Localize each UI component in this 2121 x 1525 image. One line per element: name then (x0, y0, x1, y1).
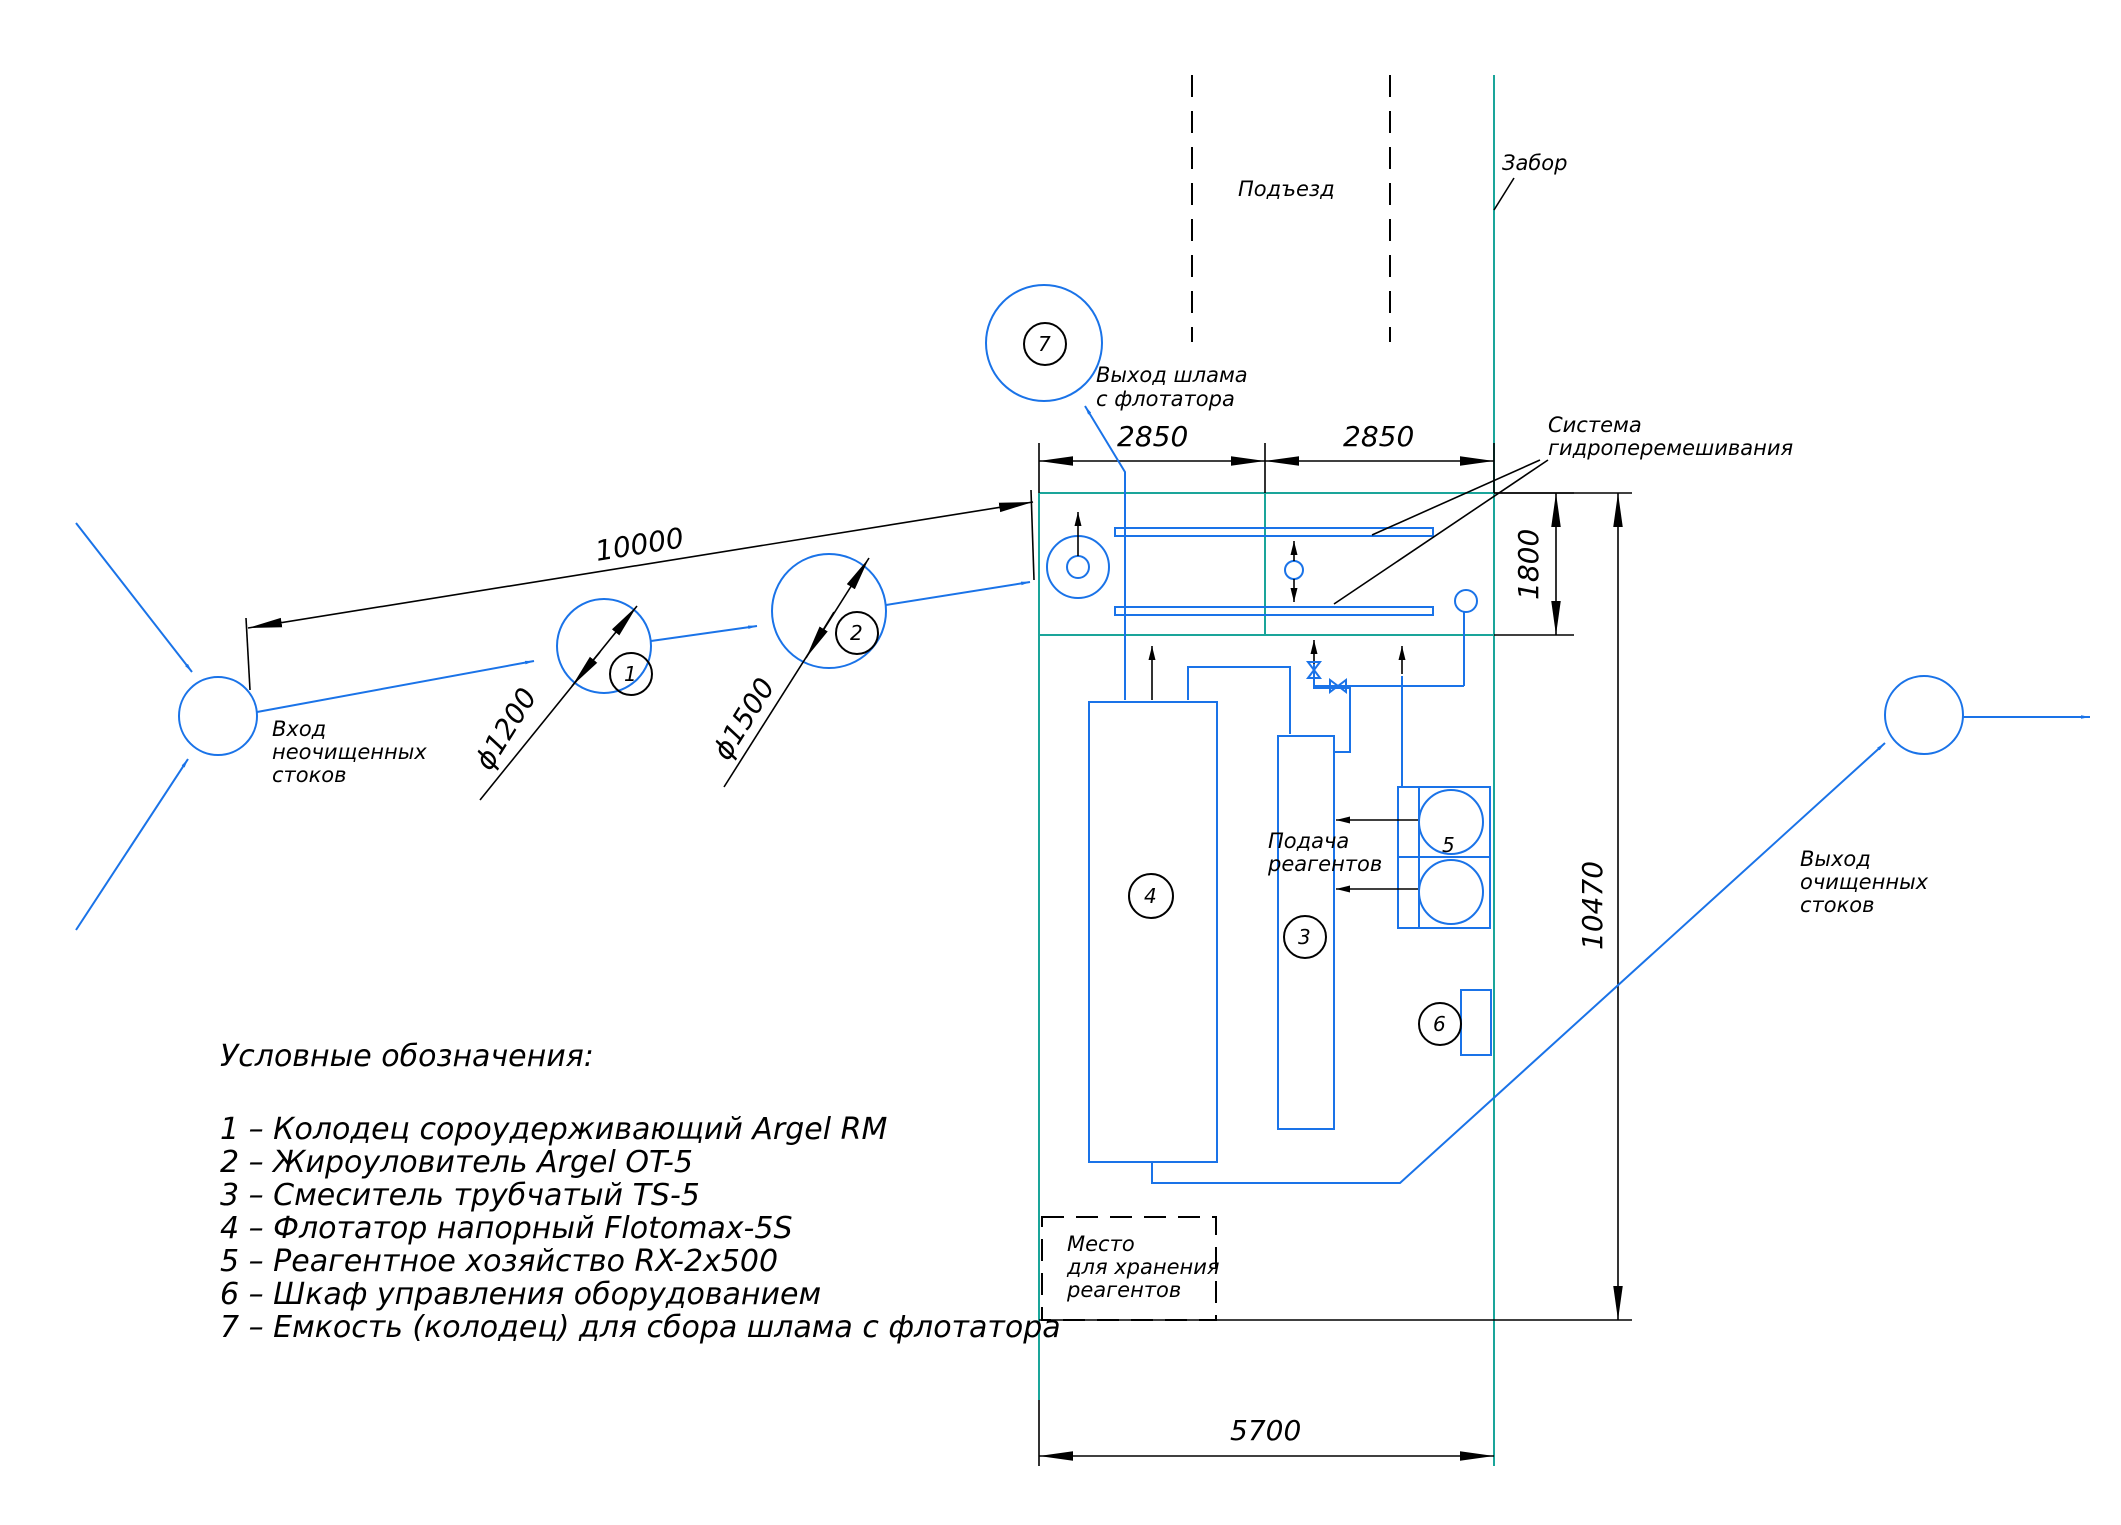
outlet-label-3: стоков (1800, 893, 1875, 917)
legend-item-7: 7 – Емкость (колодец) для сбора шлама с … (220, 1310, 1061, 1345)
dim-phi1500: ϕ1500 (706, 672, 782, 766)
valve-horizontal (1329, 678, 1347, 694)
legend-item-6: 6 – Шкаф управления оборудованием (220, 1277, 821, 1312)
dim-5700: 5700 (1230, 1414, 1301, 1447)
outlet-label-2: очищенных (1800, 870, 1929, 894)
mixing-node-circle (1284, 560, 1304, 580)
outlet-pipe (1151, 742, 1886, 1184)
reagent-feed-label-1: Подача (1268, 829, 1349, 853)
inlet-label-2: неочищенных (272, 740, 427, 764)
mixing-pipe-upper (1114, 527, 1434, 537)
legend-item-5: 5 – Реагентное хозяйство RX-2x500 (220, 1244, 778, 1279)
marker-3: 3 (1298, 925, 1311, 949)
reagent-storage-area (1041, 1216, 1217, 1321)
tube-mixer-3 (1277, 735, 1335, 1130)
flotator-to-mixer-pipe (1187, 666, 1291, 734)
valve-vertical (1306, 661, 1322, 679)
outlet-label-1: Выход (1800, 847, 1871, 871)
inlet-chamber-inner (1066, 555, 1090, 579)
legend-item-2: 2 – Жироуловитель Argel OT-5 (220, 1145, 693, 1180)
marker-circle-7 (1023, 322, 1067, 366)
marker-6: 6 (1433, 1012, 1446, 1036)
driveway-label: Подъезд (1238, 177, 1335, 201)
pipe-1-to-2 (650, 625, 758, 642)
legend-item-4: 4 – Флотатор напорный Flotomax-5S (220, 1211, 793, 1246)
marker-circle-6 (1418, 1002, 1462, 1046)
storage-label-3: реагентов (1066, 1278, 1181, 1302)
pipe-inlet-to-1 (256, 660, 535, 713)
inlet-well (178, 676, 258, 756)
inlet-label-3: стоков (272, 763, 347, 787)
marker-circle-2 (835, 611, 879, 655)
dim-2850-right: 2850 (1343, 420, 1414, 453)
inlet-pipe-top (75, 522, 193, 673)
dim-2850-left: 2850 (1117, 420, 1188, 453)
fence-label: Забор (1502, 151, 1567, 175)
sludge-pipe (1084, 405, 1126, 700)
marker-5: 5 (1442, 833, 1455, 857)
control-cabinet-6 (1460, 989, 1492, 1056)
dim-line-phi1500 (723, 557, 870, 788)
reagent-tank-lower (1418, 859, 1484, 925)
dim-line-phi1200 (479, 605, 638, 801)
legend-item-3: 3 – Смеситель трубчатый TS-5 (220, 1178, 700, 1213)
dim-10000: 10000 (593, 521, 686, 568)
reagent-feed-label-2: реагентов (1267, 852, 1382, 876)
marker-circle-1 (609, 652, 653, 696)
sludge-tank-7 (985, 284, 1103, 402)
dim-arrow-phi1500-inner (805, 611, 835, 659)
marker-4: 4 (1144, 884, 1157, 908)
fence-leader (1493, 177, 1515, 211)
mixer-riser-pipe (1313, 664, 1351, 753)
dim-phi1200: ϕ1200 (468, 682, 544, 776)
reagent-node-circle (1454, 589, 1478, 613)
pipe-2-to-site (885, 581, 1031, 606)
reagent-tank-upper (1418, 789, 1484, 855)
sludge-outlet-label-2: с флотатора (1096, 387, 1235, 411)
outlet-well (1884, 675, 1964, 755)
dim-1800: 1800 (1512, 529, 1545, 600)
dim-line-10000 (247, 501, 1034, 629)
trash-screen-well-1 (556, 598, 652, 694)
dim-ext-10000-left (245, 617, 251, 691)
mixing-system-label-2: гидроперемешивания (1548, 436, 1793, 460)
inlet-pipe-bottom (75, 758, 189, 931)
mixing-leader-2 (1333, 459, 1549, 605)
legend-item-1: 1 – Колодец сороудерживающий Argel RM (220, 1112, 887, 1147)
marker-circle-4 (1128, 873, 1174, 919)
dim-10470: 10470 (1576, 861, 1609, 950)
mixing-pipe-lower (1114, 606, 1434, 616)
marker-circle-3 (1283, 915, 1327, 959)
flotator-4 (1088, 701, 1218, 1163)
marker-1: 1 (624, 662, 637, 686)
grease-trap-2 (771, 553, 887, 669)
dim-arrow-phi1200-inner (571, 651, 601, 687)
mixing-leader-1 (1371, 459, 1541, 536)
mixing-system-label-1: Система (1548, 413, 1642, 437)
marker-2: 2 (850, 621, 863, 645)
storage-label-2: для хранения (1066, 1255, 1220, 1279)
marker-7: 7 (1038, 332, 1051, 356)
legend-title: Условные обозначения: (220, 1039, 594, 1074)
dim-ext-10000-right (1030, 489, 1035, 581)
storage-label-1: Место (1067, 1232, 1135, 1256)
sludge-outlet-label-1: Выход шлама (1096, 363, 1248, 387)
inlet-label-1: Вход (272, 717, 326, 741)
